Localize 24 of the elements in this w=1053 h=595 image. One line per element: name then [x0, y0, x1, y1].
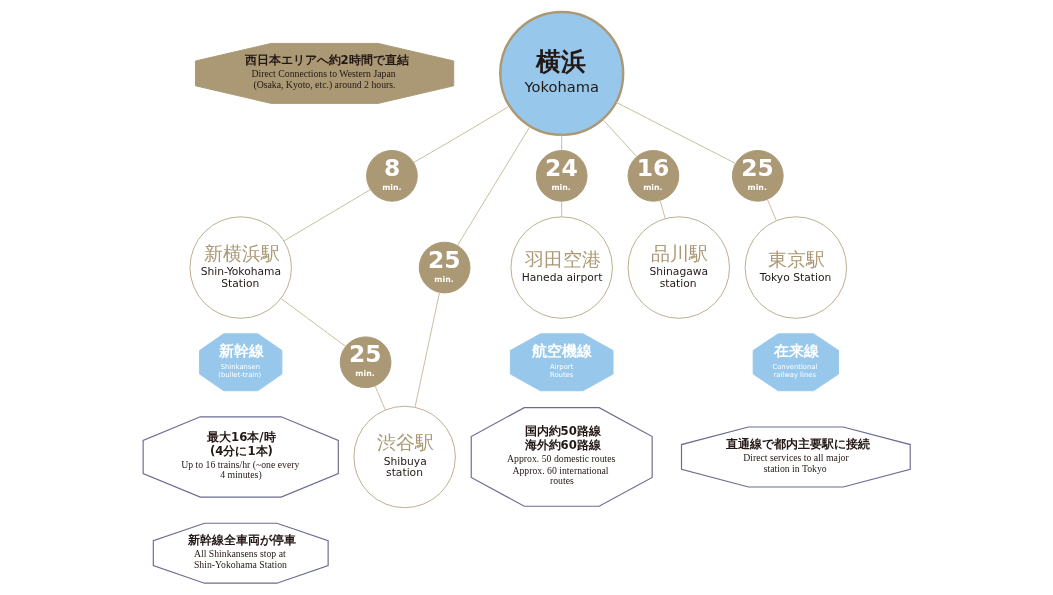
- connector: [659, 199, 666, 219]
- connector: [280, 298, 346, 347]
- connector: [456, 125, 531, 246]
- connector: [414, 292, 440, 408]
- node-circle: 25 min.: [731, 150, 784, 202]
- node-circle: 渋谷駅 Shibuya station: [353, 405, 456, 509]
- node-circle: 横浜 Yokohama: [499, 10, 625, 137]
- node-circle: 25 min.: [418, 241, 471, 294]
- connector: [602, 118, 638, 158]
- connector: [766, 199, 777, 221]
- node-circle: 24 min.: [535, 150, 588, 202]
- connector: [561, 134, 563, 151]
- connector: [413, 105, 510, 163]
- connector: [561, 200, 563, 218]
- connector: [374, 385, 386, 411]
- connector: [283, 189, 371, 242]
- node-circle: 8 min.: [366, 150, 418, 202]
- connector: [615, 101, 737, 164]
- node-circle: 東京駅 Tokyo Station: [744, 216, 847, 319]
- node-circle: 羽田空港 Haneda airport: [510, 216, 613, 319]
- node-circle: 16 min.: [627, 150, 680, 202]
- node-circle: 新横浜駅 Shin-Yokohama Station: [189, 216, 292, 319]
- node-circle: 25 min.: [339, 336, 392, 389]
- node-circle: 品川駅 Shinagawa station: [627, 216, 730, 319]
